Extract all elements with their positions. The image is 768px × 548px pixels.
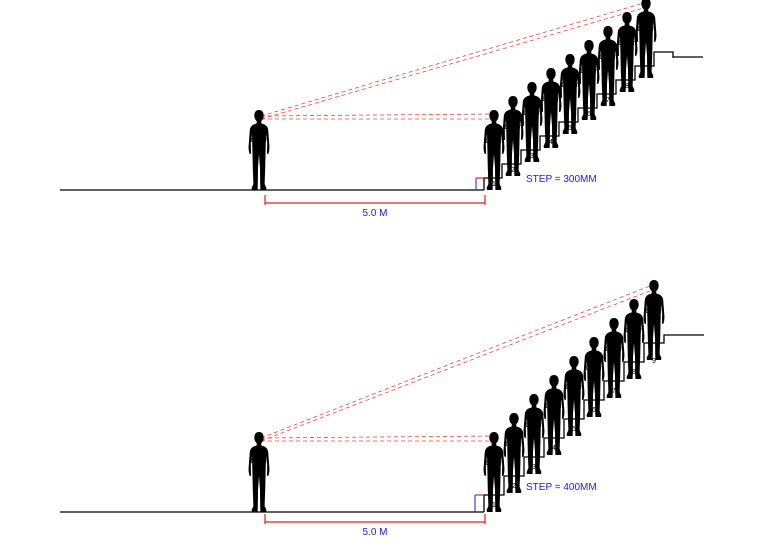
figure-height-label: 1.78 m — [523, 111, 541, 117]
figure-height-label: 1.78 m — [505, 442, 523, 448]
step-number: 7 — [606, 97, 610, 104]
diagram-step-300: 1.78 m 1.78 m 1.78 m 1.78 m 1.78 m 1.78 m 1.78… — [60, 0, 703, 219]
figure-height-label: 1.78 m — [585, 366, 603, 372]
figure-height-label: 1.78 m — [605, 347, 623, 353]
step-number: 9 — [652, 358, 656, 365]
audience-figure: 1.78 m — [523, 394, 545, 474]
audience-figures: 1.78 m 1.78 m 1.78 m 1.78 m 1.78 m 1.78 m 1.78… — [483, 280, 665, 512]
sightline — [260, 6, 648, 120]
audience-figure: 1.78 m — [563, 356, 585, 436]
audience-figure: 1.78 m — [483, 110, 505, 190]
audience-figure: 1.78 m — [543, 375, 565, 455]
step-number: 7 — [612, 388, 616, 395]
step-number: 6 — [587, 111, 591, 118]
step-label: STEP = 300MM — [526, 174, 597, 185]
figure-height-label: 1.78 m — [250, 459, 268, 465]
step-label: STEP = 400MM — [526, 482, 597, 493]
audience-figure: 1.78 m — [540, 68, 562, 148]
step-number: 5 — [568, 125, 572, 132]
audience-figures: 1.78 m 1.78 m 1.78 m 1.78 m 1.78 m 1.78 m 1.78… — [483, 0, 657, 190]
sightlines — [260, 283, 656, 442]
step-number: 6 — [592, 407, 596, 414]
figure-height-label: 1.78 m — [561, 83, 579, 89]
audience-figure: 1.78 m — [635, 0, 657, 78]
step-number: 4 — [549, 139, 553, 146]
audience-figure: 1.78 m — [583, 337, 605, 417]
sightlines — [260, 1, 648, 120]
figure-height-label: 1.78 m — [599, 55, 617, 61]
distance-dimension — [264, 514, 486, 524]
audience-figure: 1.78 m — [503, 413, 525, 493]
step-number: 3 — [530, 153, 534, 160]
figure-height-label: 1.78 m — [618, 41, 636, 47]
step-number: 4 — [552, 445, 556, 452]
figure-height-label: 1.78 m — [485, 139, 503, 145]
step-number: 5 — [572, 426, 576, 433]
step-number: 2 — [511, 167, 515, 174]
step-number: 1 — [492, 181, 496, 188]
step-number: 8 — [632, 369, 636, 376]
distance-label: 5.0 M — [362, 527, 387, 538]
audience-figure: 1.78 m — [623, 299, 645, 379]
observer-figure: 1.78 m — [248, 110, 270, 190]
audience-figure: 1.78 m — [521, 82, 543, 162]
figure-height-label: 1.78 m — [645, 309, 663, 315]
step-number: 8 — [625, 83, 629, 90]
figure-height-label: 1.78 m — [542, 97, 560, 103]
audience-figure: 1.78 m — [603, 318, 625, 398]
figure-height-label: 1.78 m — [545, 404, 563, 410]
step-numbers: 1 2 3 4 5 6 7 8 9 — [492, 69, 652, 188]
audience-figure: 1.78 m — [559, 54, 581, 134]
step-number: 2 — [512, 483, 516, 490]
audience-figure: 1.78 m — [616, 12, 638, 92]
observer-figure: 1.78 m — [248, 432, 270, 512]
sightline — [260, 288, 656, 442]
figure-height-label: 1.78 m — [504, 125, 522, 131]
audience-figure: 1.78 m — [502, 96, 524, 176]
figure-height-label: 1.78 m — [525, 423, 543, 429]
step-number: 3 — [532, 464, 536, 471]
sightline — [260, 435, 496, 439]
distance-dimension — [264, 195, 486, 205]
figure-height-label: 1.78 m — [637, 27, 655, 33]
figure-height-label: 1.78 m — [250, 138, 268, 144]
audience-figure: 1.78 m — [597, 26, 619, 106]
step-number: 1 — [492, 502, 496, 509]
sightline — [260, 113, 496, 117]
figure-height-label: 1.78 m — [565, 385, 583, 391]
sightline — [260, 283, 656, 439]
audience-figure: 1.78 m — [483, 432, 505, 512]
distance-label: 5.0 M — [362, 208, 387, 219]
audience-figure: 1.78 m — [643, 280, 665, 360]
step-number: 9 — [648, 69, 652, 76]
diagram-step-400: 1.78 m 1.78 m 1.78 m 1.78 m 1.78 m 1.78 m 1.78… — [60, 280, 704, 538]
figure-height-label: 1.78 m — [485, 461, 503, 467]
figure-height-label: 1.78 m — [625, 328, 643, 334]
audience-figure: 1.78 m — [578, 40, 600, 120]
figure-height-label: 1.78 m — [580, 69, 598, 75]
step-numbers: 1 2 3 4 5 6 7 8 9 — [492, 358, 656, 509]
